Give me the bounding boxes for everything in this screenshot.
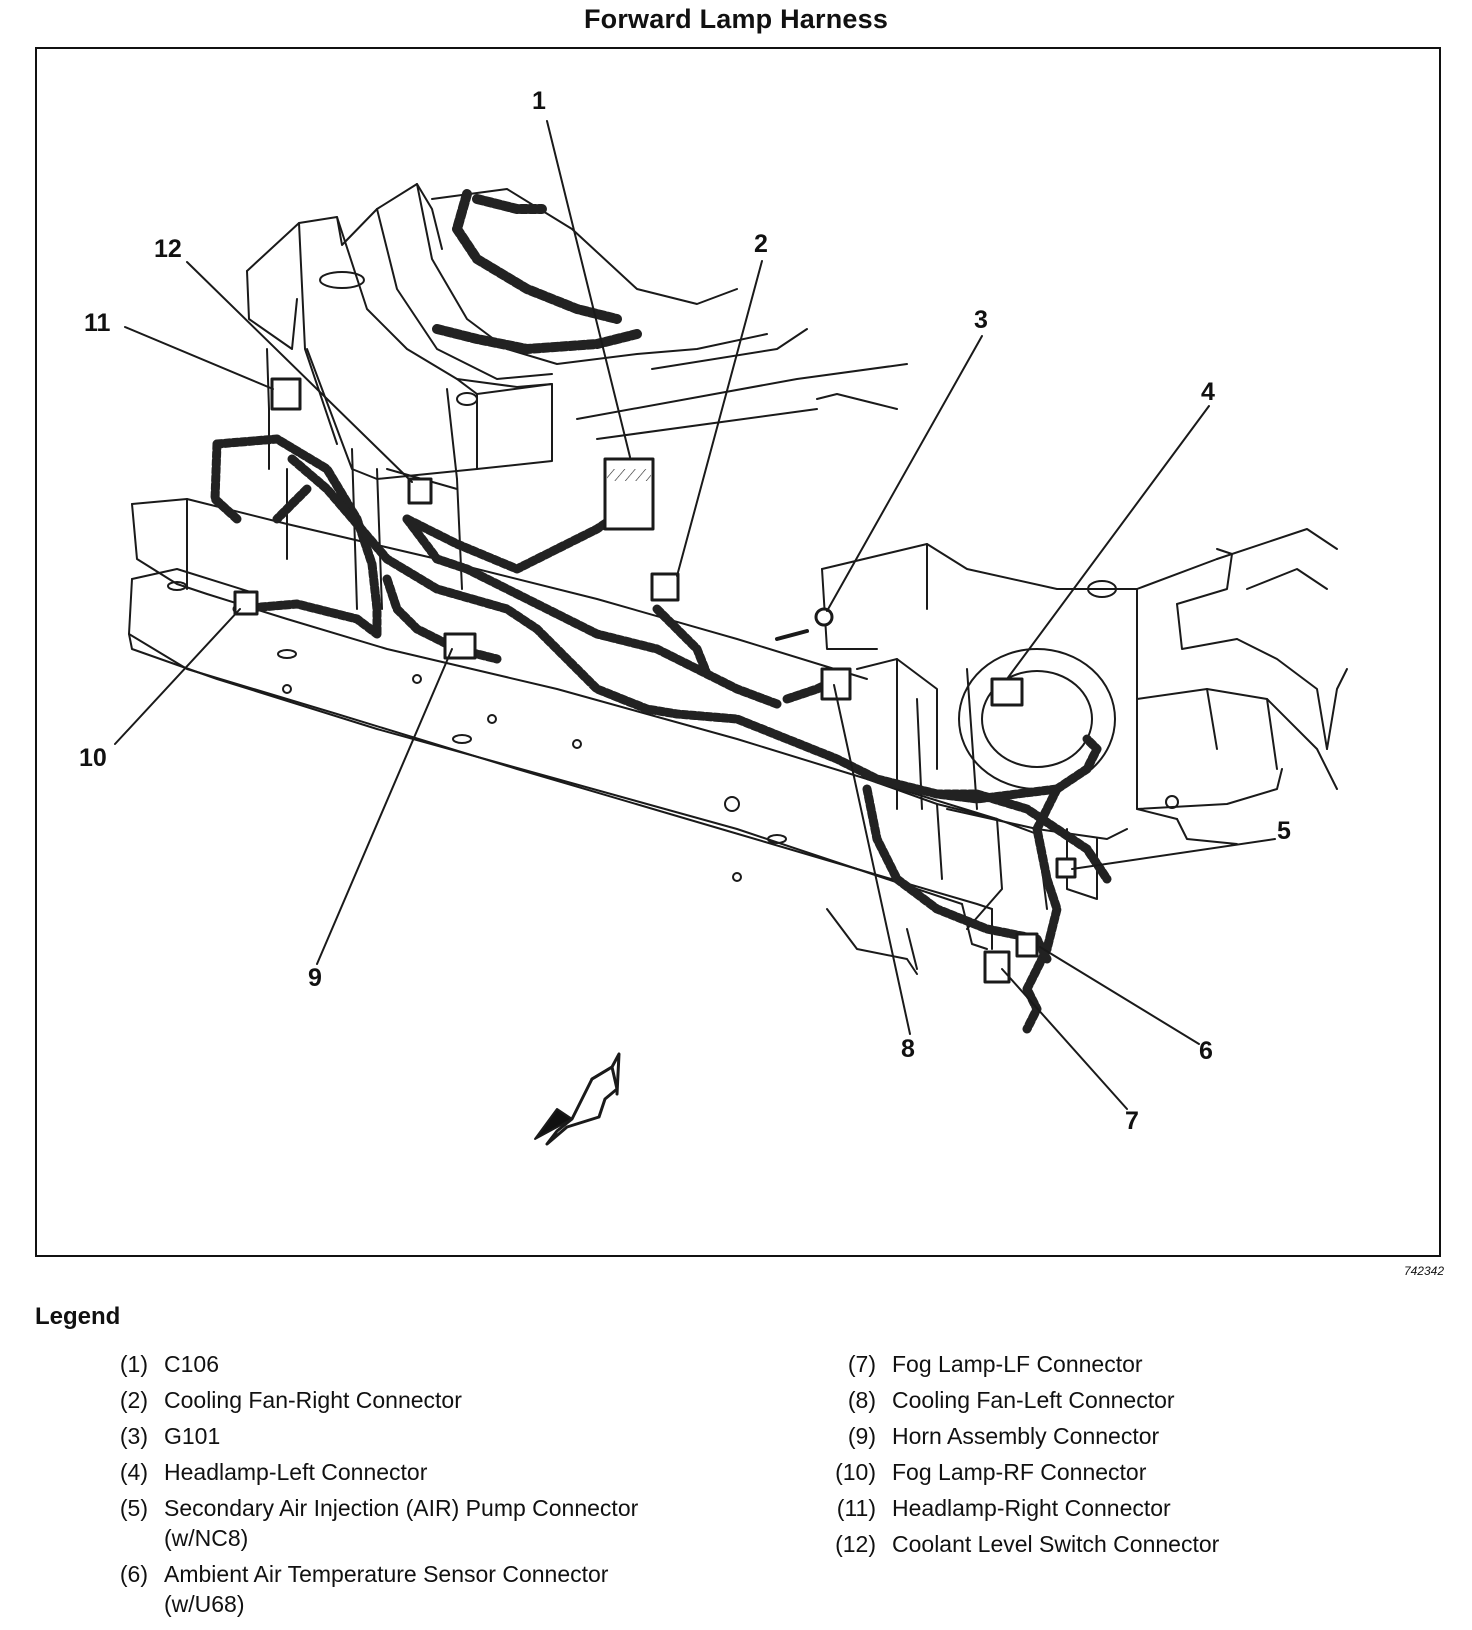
callout-6: 6 <box>1199 1037 1213 1065</box>
legend-column-right: (7) Fog Lamp-LF Connector (8) Cooling Fa… <box>818 1349 1418 1565</box>
legend-text: C106 <box>164 1351 219 1377</box>
legend-number: (9) <box>847 1423 876 1449</box>
legend-column-left: (1) C106 (2) Cooling Fan-Right Connector… <box>90 1349 650 1625</box>
legend-number: (3) <box>119 1423 148 1449</box>
legend-number: (5) <box>119 1495 148 1521</box>
legend-text: Secondary Air Injection (AIR) Pump Conne… <box>164 1495 639 1551</box>
legend-item: (10) Fog Lamp-RF Connector <box>818 1457 1418 1487</box>
legend-title: Legend <box>35 1303 121 1330</box>
callout-3: 3 <box>974 306 988 334</box>
legend-text: Headlamp-Right Connector <box>892 1495 1171 1521</box>
legend-number: (8) <box>847 1387 876 1413</box>
callout-12: 12 <box>154 235 182 263</box>
legend-item: (3) G101 <box>90 1421 650 1451</box>
legend-text: Coolant Level Switch Connector <box>892 1531 1220 1557</box>
legend-text: Horn Assembly Connector <box>892 1423 1160 1449</box>
legend-item: (7) Fog Lamp-LF Connector <box>818 1349 1418 1379</box>
legend-number: (10) <box>835 1459 876 1485</box>
legend-item: (8) Cooling Fan-Left Connector <box>818 1385 1418 1415</box>
legend-item: (12) Coolant Level Switch Connector <box>818 1529 1418 1559</box>
legend-item: (6) Ambient Air Temperature Sensor Conne… <box>90 1559 650 1619</box>
legend-number: (11) <box>836 1495 876 1521</box>
callout-8: 8 <box>901 1035 915 1063</box>
callout-7: 7 <box>1125 1107 1139 1135</box>
legend-number: (1) <box>119 1351 148 1377</box>
legend-number: (2) <box>119 1387 148 1413</box>
legend-text: Headlamp-Left Connector <box>164 1459 428 1485</box>
callout-9: 9 <box>308 964 322 992</box>
legend-text: Cooling Fan-Right Connector <box>164 1387 462 1413</box>
legend-item: (2) Cooling Fan-Right Connector <box>90 1385 650 1415</box>
figure-id: 742342 <box>1403 1264 1444 1278</box>
callout-11: 11 <box>84 309 111 337</box>
diagram-title: Forward Lamp Harness <box>583 4 889 34</box>
legend-number: (7) <box>847 1351 876 1377</box>
legend-item: (1) C106 <box>90 1349 650 1379</box>
legend-number: (12) <box>835 1531 876 1557</box>
legend-text: Fog Lamp-LF Connector <box>892 1351 1143 1377</box>
callout-5: 5 <box>1277 817 1291 845</box>
callout-10: 10 <box>79 744 107 772</box>
callout-4: 4 <box>1201 378 1215 406</box>
legend-number: (6) <box>119 1561 148 1587</box>
legend-item: (11) Headlamp-Right Connector <box>818 1493 1418 1523</box>
legend-item: (4) Headlamp-Left Connector <box>90 1457 650 1487</box>
legend-text: Fog Lamp-RF Connector <box>892 1459 1147 1485</box>
legend-text: G101 <box>164 1423 221 1449</box>
legend-text: Cooling Fan-Left Connector <box>892 1387 1175 1413</box>
diagram-frame: 1 2 3 4 5 6 7 8 9 10 11 12 <box>35 47 1441 1257</box>
callout-1: 1 <box>532 87 546 115</box>
legend-item: (9) Horn Assembly Connector <box>818 1421 1418 1451</box>
legend-item: (5) Secondary Air Injection (AIR) Pump C… <box>90 1493 650 1553</box>
legend-number: (4) <box>119 1459 148 1485</box>
harness-illustration <box>114 120 1348 1146</box>
legend-text: Ambient Air Temperature Sensor Connector… <box>164 1561 609 1617</box>
callout-2: 2 <box>754 230 768 258</box>
